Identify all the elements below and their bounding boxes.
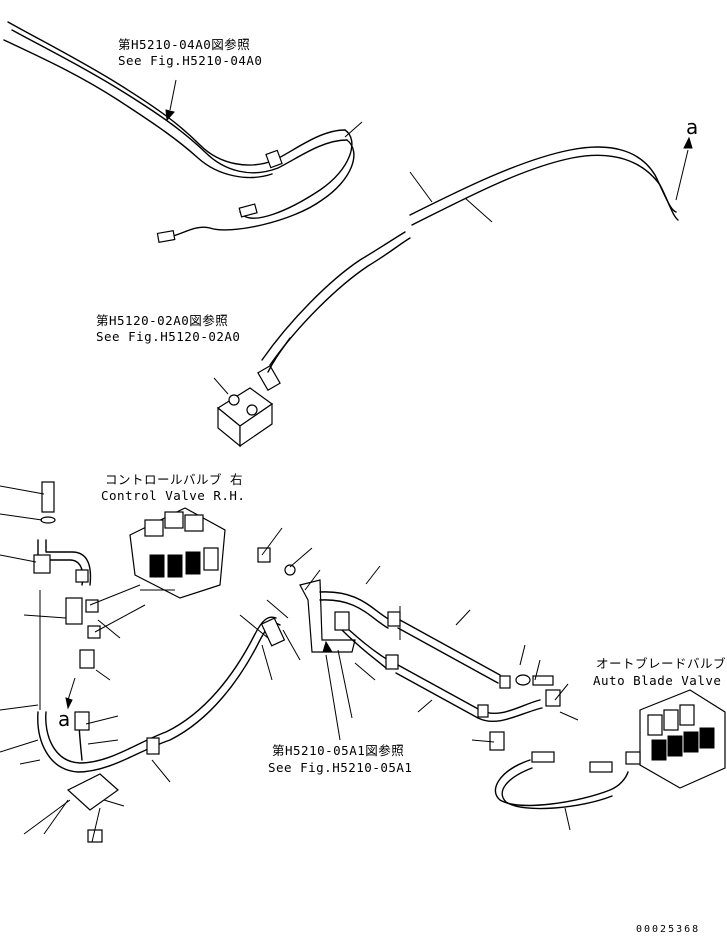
upper-hose-bundle (3, 21, 363, 244)
auto-blade-valve-en: Auto Blade Valve (593, 673, 721, 688)
lower-right-hose-loop (494, 751, 629, 831)
auto-blade-valve (625, 689, 726, 789)
long-hose-middle (257, 146, 679, 391)
ref-top-en: See Fig.H5210-04A0 (118, 53, 262, 68)
marker-a-top-arrow (675, 136, 693, 201)
document-number: 00025368 (636, 924, 700, 935)
ref-mid-en: See Fig.H5120-02A0 (96, 329, 240, 344)
leader-lines (0, 485, 579, 843)
block-fitting (213, 377, 274, 448)
marker-a-bottom: a (58, 707, 70, 731)
ref-top-arrowhead (165, 109, 175, 122)
control-valve-rh (129, 507, 226, 599)
control-valve-jp: コントロールバルブ 右 (105, 472, 243, 487)
ref-bottom-en: See Fig.H5210-05A1 (268, 760, 412, 775)
lower-left-assembly (33, 481, 146, 710)
control-valve-en: Control Valve R.H. (101, 488, 245, 503)
ref-top-arrow (169, 79, 177, 111)
ref-top-jp: 第H5210-04A0図参照 (118, 37, 250, 52)
ref-bottom-jp: 第H5210-05A1図参照 (272, 743, 404, 758)
marker-a-top: a (686, 115, 698, 139)
middle-bracket-and-hoses (257, 547, 561, 751)
ref-mid-jp: 第H5120-02A0図参照 (96, 313, 228, 328)
auto-blade-valve-jp: オートブレードバルブ (596, 656, 726, 671)
